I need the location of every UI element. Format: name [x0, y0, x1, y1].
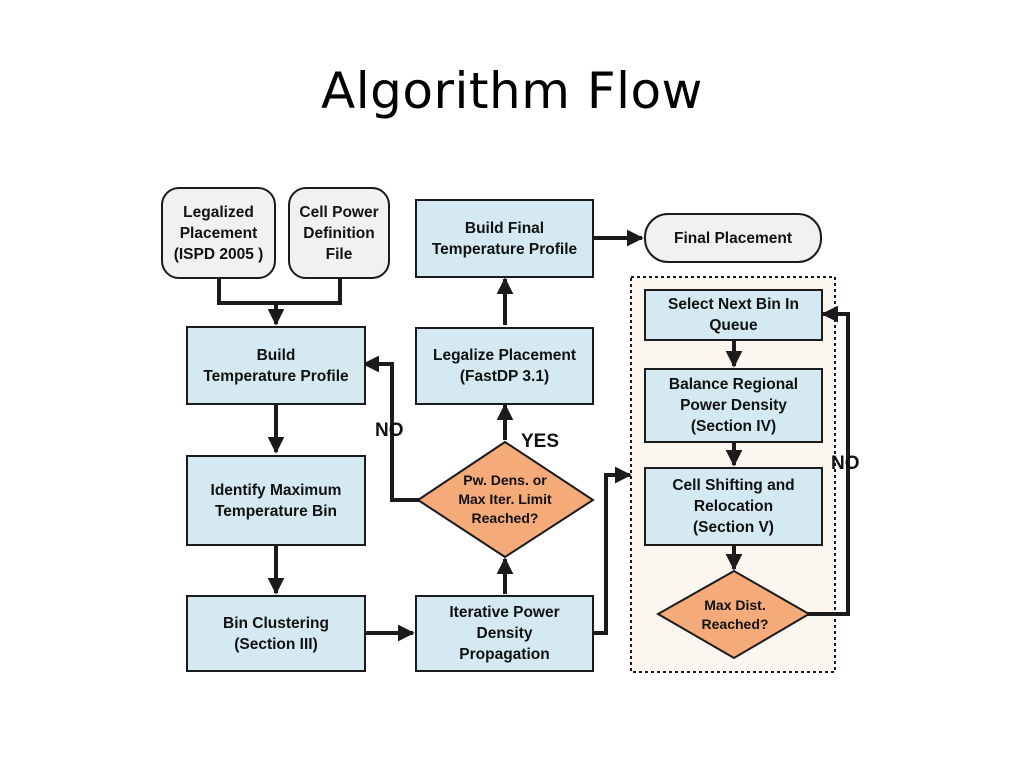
edge-inputs-merge: [217, 278, 342, 305]
node-legalized-placement: Legalized Placement (ISPD 2005 ): [161, 187, 276, 279]
node-select-next-bin: Select Next Bin In Queue: [644, 289, 823, 341]
edge-maxdist-no: [808, 305, 850, 616]
node-build-final-temperature: Build Final Temperature Profile: [415, 199, 594, 278]
decision-maxdist-label: Max Dist. Reached?: [701, 597, 769, 632]
edge-label-no-right: NO: [831, 453, 860, 474]
node-identify-maximum-bin: Identify Maximum Temperature Bin: [186, 455, 366, 546]
node-final-placement: Final Placement: [644, 213, 822, 263]
edge-label-yes: YES: [521, 431, 560, 452]
slide-title: Algorithm Flow: [321, 62, 703, 120]
node-build-temperature-profile: Build Temperature Profile: [186, 326, 366, 405]
edge-label-no-left: NO: [375, 420, 404, 441]
node-cell-shifting: Cell Shifting and Relocation (Section V): [644, 467, 823, 546]
node-cell-power-definition: Cell Power Definition File: [288, 187, 390, 279]
node-legalize-placement: Legalize Placement (FastDP 3.1): [415, 327, 594, 405]
edge-iterative-to-loop: [593, 466, 632, 635]
node-balance-regional-power: Balance Regional Power Density (Section …: [644, 368, 823, 443]
node-bin-clustering: Bin Clustering (Section III): [186, 595, 366, 672]
edge-decision-no: [362, 355, 419, 502]
decision-diamond-maxdist: [655, 569, 811, 660]
decision-diamond-limit: [416, 440, 595, 559]
node-iterative-power-density: Iterative Power Density Propagation: [415, 595, 594, 672]
decision-limit-label: Pw. Dens. or Max Iter. Limit Reached?: [458, 471, 552, 526]
